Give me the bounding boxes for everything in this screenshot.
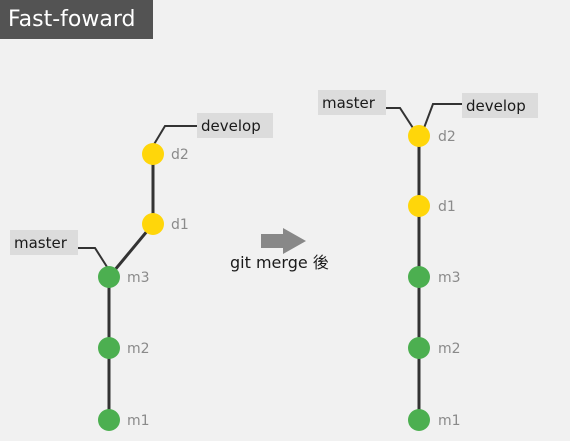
- before-develop-label-bg: [197, 113, 273, 138]
- merge-caption: git merge 後: [230, 253, 329, 272]
- before-commit-d2: [142, 143, 164, 165]
- after-develop-label: develop: [466, 97, 526, 115]
- after-commit-label-m1: m1: [438, 413, 461, 429]
- after-master-leader: [386, 107, 414, 129]
- after-commit-label-m3: m3: [438, 270, 461, 286]
- before-commit-m1: [98, 409, 120, 431]
- after-develop-label-bg: [462, 93, 538, 118]
- before-commit-label-d1: d1: [171, 217, 189, 233]
- before-commit-label-m2: m2: [127, 341, 150, 357]
- after-master-label: master: [322, 94, 376, 112]
- before-develop-leader: [152, 125, 197, 147]
- before-master-label-bg: [10, 230, 78, 255]
- before-commit-label-d2: d2: [171, 147, 189, 163]
- after-commit-d1: [408, 195, 430, 217]
- diagram-title: Fast-foward: [0, 0, 153, 39]
- before-commit-d1: [142, 213, 164, 235]
- after-master-label-bg: [318, 90, 386, 115]
- before-commit-m3: [98, 266, 120, 288]
- after-commit-m2: [408, 337, 430, 359]
- after-commit-d2: [408, 125, 430, 147]
- before-develop-label: develop: [201, 117, 261, 135]
- before-commit-m2: [98, 337, 120, 359]
- after-commit-m1: [408, 409, 430, 431]
- after-commit-label-d2: d2: [438, 129, 456, 145]
- after-commit-m3: [408, 266, 430, 288]
- merge-arrow-icon: [261, 228, 306, 254]
- after-commit-label-d1: d1: [438, 199, 456, 215]
- before-master-leader: [78, 247, 110, 271]
- before-commit-label-m3: m3: [127, 270, 150, 286]
- before-branch-fork-line: [107, 223, 155, 278]
- before-master-label: master: [14, 234, 68, 252]
- after-develop-leader: [423, 103, 462, 129]
- before-commit-label-m1: m1: [127, 413, 150, 429]
- after-commit-label-m2: m2: [438, 341, 461, 357]
